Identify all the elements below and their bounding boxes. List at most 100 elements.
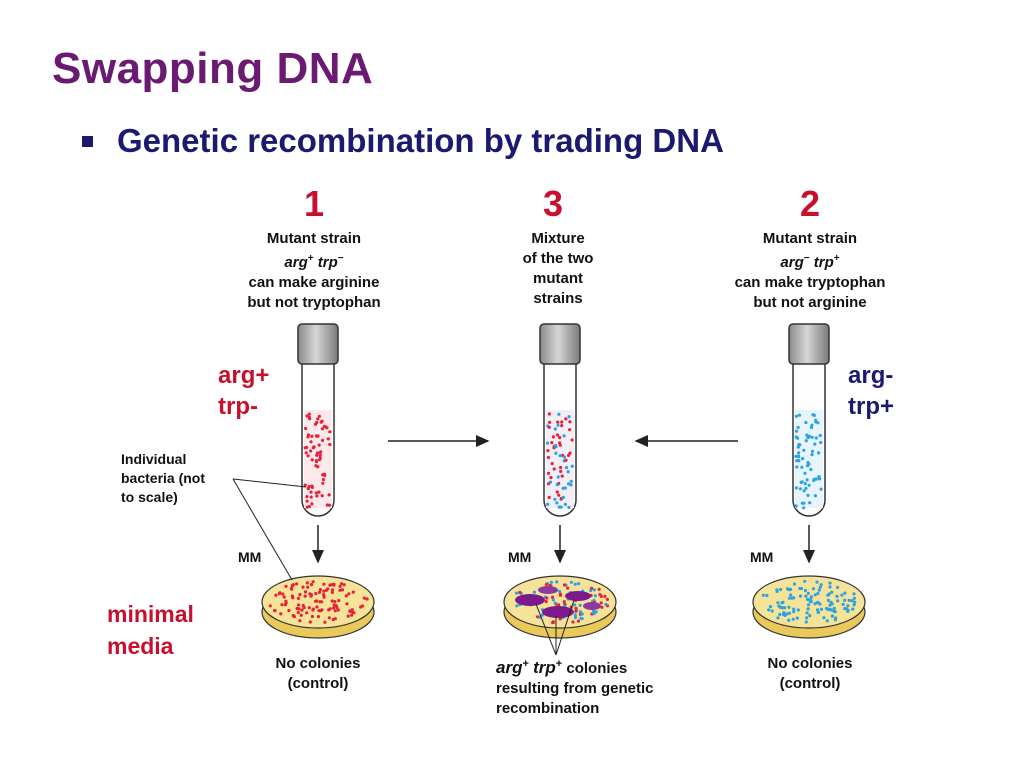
bacterium-dot (768, 605, 773, 609)
bacterium-dot (284, 601, 288, 605)
bacterium-dot (775, 589, 779, 594)
bacterium-dot (803, 471, 807, 475)
bacterium-dot (806, 493, 810, 497)
bullet-square-icon (82, 135, 93, 147)
bacterium-dot (830, 614, 835, 618)
bacterium-dot (794, 504, 798, 508)
bacterium-dot (591, 609, 596, 613)
bacterium-dot (547, 425, 551, 429)
bacterium-dot (305, 495, 309, 499)
bacterium-dot (309, 593, 313, 597)
bacterium-dot (560, 474, 564, 478)
bacterium-dot (330, 599, 334, 603)
bacterium-dot (313, 422, 318, 426)
bacterium-dot (800, 501, 804, 505)
bacterium-dot (809, 600, 813, 604)
bacterium-dot (802, 448, 806, 452)
bacterium-dot (296, 596, 300, 601)
bacterium-dot (816, 610, 821, 614)
bacterium-dot (803, 482, 807, 486)
bacteria-note-line3: to scale) (121, 489, 178, 505)
bacterium-dot (805, 611, 809, 615)
bacterium-dot (305, 414, 309, 418)
bacterium-dot (794, 454, 798, 458)
bacterium-dot (316, 615, 320, 619)
bacterium-dot (546, 449, 550, 453)
bacterium-dot (800, 465, 804, 469)
bacterium-dot (327, 608, 331, 612)
bacterium-dot (566, 482, 571, 486)
bacterium-dot (852, 603, 856, 607)
bacterium-dot (789, 593, 793, 597)
bacterium-dot (779, 587, 783, 592)
bacterium-dot (796, 425, 800, 430)
bacterium-dot (789, 587, 793, 591)
bacterium-dot (785, 612, 789, 616)
bacterium-dot (567, 453, 571, 457)
bacterium-dot (344, 594, 348, 598)
bacterium-dot (323, 620, 327, 624)
bacterium-dot (315, 605, 319, 609)
bacterium-dot (279, 612, 283, 616)
bacterium-dot (321, 478, 325, 482)
bacterium-dot (574, 606, 578, 610)
column-number-middle: 3 (542, 183, 564, 224)
bacterium-dot (799, 586, 804, 591)
bacterium-dot (787, 611, 792, 615)
bacterium-dot (781, 612, 786, 617)
middle-result: arg+ trp+ colonies resulting from geneti… (496, 654, 696, 719)
bacterium-dot (322, 589, 326, 593)
bacterium-dot (599, 601, 603, 605)
bacterium-dot (318, 456, 322, 460)
bacterium-dot (560, 420, 564, 424)
bacterium-dot (315, 434, 319, 438)
bacterium-dot (296, 610, 300, 615)
bacterium-dot (295, 582, 299, 586)
bacterium-dot (840, 593, 844, 597)
bacterium-dot (787, 605, 791, 609)
bacterium-dot (551, 435, 556, 439)
bacterium-dot (817, 451, 821, 455)
right-strain-heading: Mutant strain (762, 230, 858, 247)
bacterium-dot (568, 451, 572, 455)
bacterium-dot (556, 475, 560, 479)
bacterium-dot (280, 603, 284, 607)
bacterium-dot (553, 497, 557, 501)
bacterium-dot (570, 464, 574, 468)
bacterium-dot (322, 472, 326, 476)
bacterium-dot (554, 451, 558, 455)
bacterium-dot (795, 465, 799, 469)
bacterium-dot (553, 601, 557, 605)
bacterium-dot (830, 602, 834, 606)
bacterium-dot (544, 600, 548, 604)
bacterium-dot (298, 619, 302, 623)
bacterium-dot (576, 619, 581, 623)
middle-line2: of the two (522, 250, 594, 267)
bacterium-dot (311, 580, 315, 584)
bacterium-dot (301, 585, 305, 589)
bacterium-dot (346, 614, 350, 618)
bacterium-dot (564, 417, 568, 421)
right-strain-line4: but not arginine (753, 294, 867, 311)
bacterium-dot (843, 591, 847, 595)
bacterium-dot (847, 598, 851, 603)
bacterium-dot (547, 412, 552, 416)
bacterium-dot (566, 470, 570, 474)
colony (542, 606, 574, 618)
bacterium-dot (776, 616, 780, 620)
bacterium-dot (550, 462, 554, 466)
bacterium-dot (564, 466, 569, 470)
bacterium-dot (536, 615, 540, 619)
bacterium-dot (548, 480, 553, 484)
bacterium-dot (306, 454, 310, 458)
bacterium-dot (765, 593, 769, 598)
bacterium-dot (796, 458, 801, 463)
bacterium-dot (577, 582, 581, 586)
bacterium-dot (301, 603, 305, 608)
bacterium-dot (277, 592, 281, 596)
bacterium-dot (515, 604, 519, 608)
dish-left (261, 575, 375, 639)
bacterium-dot (843, 598, 847, 602)
bacterium-dot (787, 596, 792, 600)
bacterium-dot (340, 588, 345, 592)
